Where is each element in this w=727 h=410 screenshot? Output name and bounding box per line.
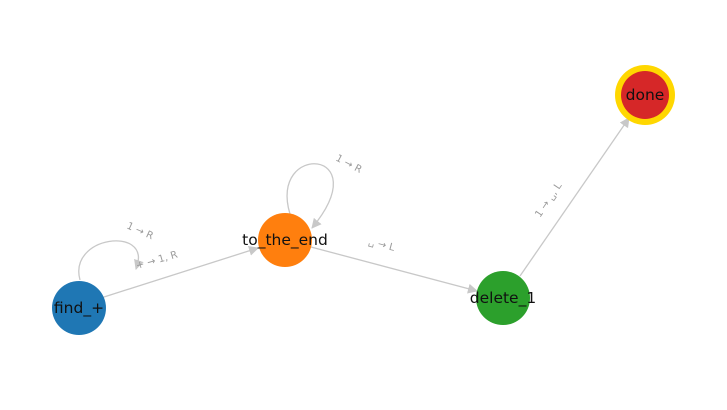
edge-line [93,245,259,305]
edge-delete-1-done: 1 → ␣, L [519,117,630,277]
node-to-the-end[interactable]: to_the_end [242,213,328,267]
edge-line [519,117,630,277]
node-circle [476,271,530,325]
edge-label: + → 1, R [135,250,179,272]
edge-line [310,246,478,294]
node-circle [621,71,669,119]
edge-find-plus-self-loop: 1 → R [78,221,155,281]
edge-label: 1 → ␣, L [533,181,564,220]
edge-find-plus-to-the-end: + → 1, R [93,245,259,305]
node-circle [258,213,312,267]
nodes: find_+ to_the_end delete_1 done [52,65,675,335]
node-delete-1[interactable]: delete_1 [470,271,536,325]
node-circle [52,281,106,335]
node-find-plus[interactable]: find_+ [52,281,106,335]
node-label: delete_1 [470,289,536,308]
edge-to-the-end-delete-1: ␣ → L [310,236,478,294]
edge-label: 1 → R [334,153,364,176]
node-label: to_the_end [242,231,328,250]
edge-line [78,240,140,281]
edges: 1 → R + → 1, R 1 → R ␣ → L 1 → ␣, L [78,117,630,305]
node-label: done [626,86,665,104]
edge-label: 1 → R [125,221,155,242]
edge-label: ␣ → L [367,236,396,254]
node-done[interactable]: done [615,65,675,125]
node-label: find_+ [54,299,104,318]
edge-line [286,163,334,229]
